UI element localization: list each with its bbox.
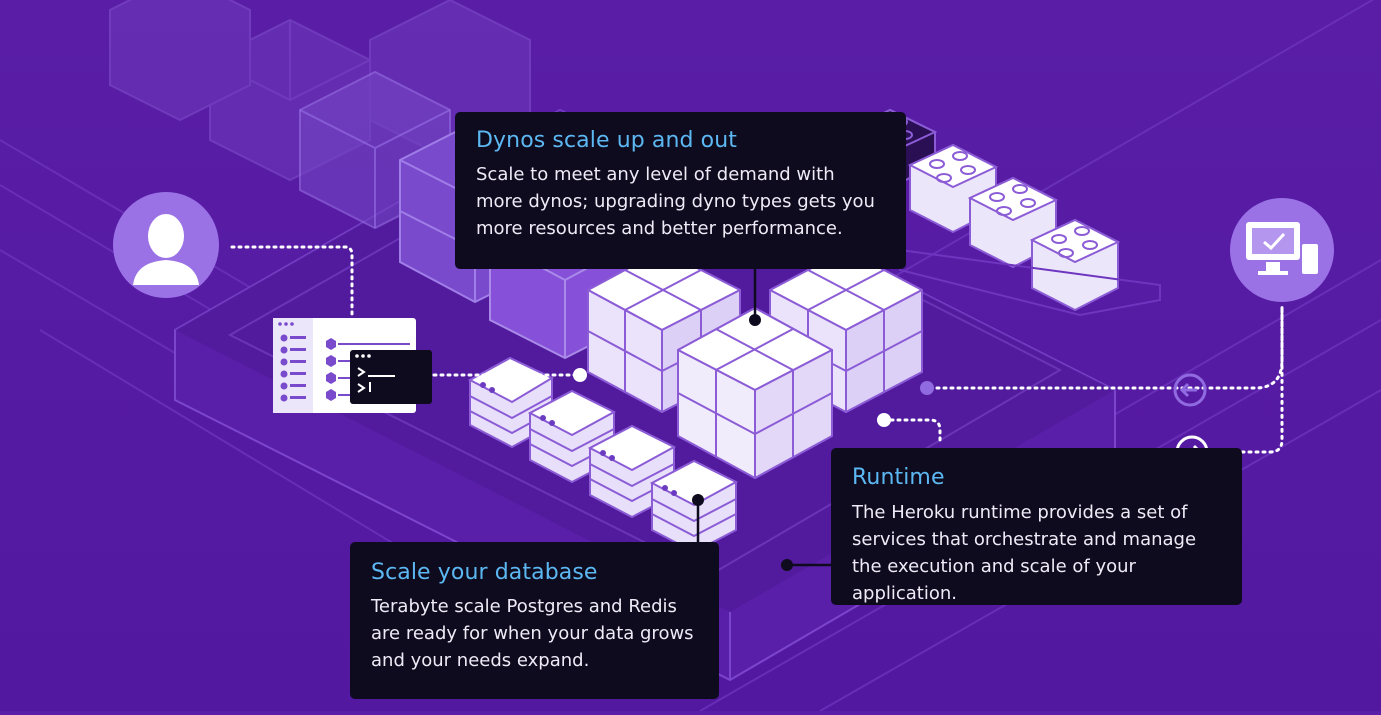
dyno-cube-front [677, 307, 833, 479]
terminal-code-icon [273, 318, 432, 413]
dynos-callout-text: Scale to meet any level of demand with m… [476, 164, 875, 239]
connector-dot [573, 368, 587, 382]
dotted-connectors [230, 245, 1284, 454]
dynos-callout: Dynos scale up and out Scale to meet any… [455, 112, 906, 269]
runtime-callout-title: Runtime [852, 465, 945, 490]
addon-block [1029, 218, 1121, 312]
database-callout-title: Scale your database [371, 560, 598, 585]
connector-dot [877, 413, 891, 427]
database-stacks [467, 356, 739, 554]
runtime-callout: Runtime The Heroku runtime provides a se… [831, 448, 1242, 605]
dynos-callout-title: Dynos scale up and out [476, 128, 738, 153]
dyno-cubes [587, 249, 923, 479]
desktop-mobile-icon [1230, 198, 1334, 302]
pointer-dot [692, 494, 704, 506]
connector-dot [920, 381, 934, 395]
user-icon [113, 192, 219, 298]
pointer-dot [749, 314, 761, 326]
pointer-dot [781, 559, 793, 571]
addon-blocks [847, 108, 1161, 317]
runtime-callout-text: The Heroku runtime provides a set of ser… [852, 502, 1197, 604]
database-callout: Scale your database Terabyte scale Postg… [350, 542, 719, 699]
database-callout-text: Terabyte scale Postgres and Redis are re… [371, 596, 694, 671]
arrow-left-icon [1173, 373, 1207, 407]
